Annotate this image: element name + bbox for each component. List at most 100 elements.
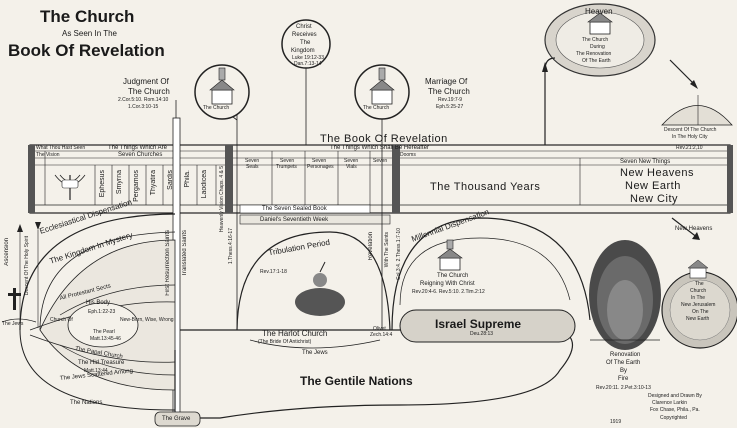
- israel-supreme: Israel Supreme: [435, 317, 522, 331]
- credits-year: 1919: [610, 419, 622, 425]
- church-of: Church Of: [50, 317, 73, 323]
- his-body: His Body: [86, 300, 111, 306]
- the-grave: The Grave: [162, 416, 191, 422]
- title-line-1: The Church: [40, 7, 135, 26]
- first-resurrection: First Resurrection Saints: [165, 230, 171, 296]
- the-vision: The Vision: [36, 152, 60, 158]
- bride-anti: (The Bride Of Antichrist): [258, 339, 312, 345]
- heaven-label: Heaven: [585, 7, 613, 16]
- descent-spirit: Descent Of The Holy Spirit: [24, 236, 30, 296]
- seven-vials-2: Vials: [346, 164, 357, 170]
- christ-l4: Kingdom: [291, 48, 315, 54]
- church-label-2: The Church: [363, 105, 390, 111]
- reigning-l1: The Church: [437, 273, 469, 279]
- hid-treasure: The Hid Treasure: [78, 360, 125, 366]
- marriage-ref-2: Eph.5:25-27: [436, 104, 464, 110]
- church-smyrna: Smyrna: [116, 170, 123, 195]
- gentile-nations: The Gentile Nations: [300, 374, 413, 388]
- seven-new-things: Seven New Things: [620, 159, 671, 165]
- christ-l1: Christ: [296, 24, 312, 30]
- credits-l2: Clarence Larkin: [652, 400, 688, 406]
- new-born: New-Born, Wise, Wrong: [120, 317, 174, 323]
- jews-left: The Jews: [2, 321, 24, 327]
- new-heavens: New Heavens: [620, 167, 694, 179]
- renovation-l2: Of The Earth: [606, 360, 641, 366]
- new-earth-l2: Church: [690, 288, 707, 294]
- beast-rider-icon: [295, 261, 345, 316]
- heaven-l2: During: [590, 44, 605, 50]
- church-icon-3: [587, 12, 613, 35]
- new-earth: New Earth: [625, 180, 681, 192]
- seven-trumpets-1: Seven: [280, 158, 295, 164]
- new-heavens-label: New Heavens: [675, 226, 713, 232]
- new-city: New City: [630, 193, 679, 205]
- marriage-title-2: The Church: [428, 87, 470, 96]
- christ-l2: Receives: [292, 32, 317, 38]
- body-ref: Eph.1:22-23: [88, 309, 116, 315]
- heaven-l3: The Renovation: [576, 51, 612, 57]
- jews-mid: The Jews: [302, 350, 328, 356]
- seven-churches: Seven Churches: [118, 152, 163, 158]
- seven-trumpets-2: Trumpets: [276, 164, 297, 170]
- thess-ref: 1.Thess.4:16-17: [228, 228, 234, 265]
- rev-ref: Rev.17:1-18: [260, 269, 287, 275]
- seven-seals-2: Seals: [246, 164, 259, 170]
- credits-l1: Designed and Drawn By: [648, 393, 702, 399]
- renovation-ref: Rev.20:11. 2.Pet.3:10-13: [596, 385, 651, 391]
- daniels-week: Daniel's Seventieth Week: [260, 217, 329, 223]
- hereafter: The Things Which Shall Be Hereafter: [330, 145, 429, 151]
- seven-personages-1: Seven: [312, 158, 327, 164]
- hast-seen: What Thou Hast Seen: [36, 145, 86, 151]
- book-ref-right: Rev.21:2,10: [676, 145, 703, 151]
- seven-sealed-book: The Seven Sealed Book: [262, 206, 327, 212]
- church-icon-4: [437, 239, 463, 271]
- revelation: Revelation: [368, 232, 374, 261]
- col-ref: Col.3:4. 2.Thess.1:7-10: [396, 228, 402, 280]
- olivet: Olivet: [373, 326, 386, 332]
- credits-l4: Copyrighted: [660, 415, 687, 421]
- title-line-2: As Seen In The: [62, 29, 117, 38]
- seven-seals-1: Seven: [245, 158, 260, 164]
- new-earth-l5: On The: [692, 309, 709, 315]
- seven-personages-2: Personages: [307, 164, 334, 170]
- christ-ref2: Dan.7:13-14: [294, 61, 322, 67]
- marriage-ref-1: Rev.19:7-9: [438, 97, 463, 103]
- church-sardis: Sardis: [167, 170, 174, 190]
- heavenly-vision: Heavenly Vision Chaps. 4 & 5: [219, 166, 225, 233]
- new-earth-l1: The: [695, 281, 704, 287]
- judgment-ref-1: 2.Cor.5:10. Rom.14:10: [118, 97, 169, 103]
- judgment-title-2: The Church: [128, 87, 170, 96]
- seven-5-1: Seven: [373, 158, 388, 164]
- the-nations: The Nations: [70, 400, 103, 406]
- new-earth-l4: New Jerusalem: [681, 302, 716, 308]
- church-icon-2: [369, 67, 395, 105]
- thousand-years: The Thousand Years: [430, 181, 541, 193]
- reigning-l2: Reigning With Christ: [420, 281, 475, 287]
- things-are: The Things Which Are: [108, 145, 167, 151]
- title-line-3: Book Of Revelation: [8, 41, 165, 60]
- descent-l1: Descent Of The Church: [664, 127, 717, 133]
- translated: Translated Saints: [182, 230, 188, 277]
- church-pergamos: Pergamos: [133, 170, 140, 202]
- church-thyatira: Thyatira: [150, 170, 157, 196]
- christ-ref1: Luke 19:12-33: [292, 55, 324, 61]
- credits-l3: Fox Chase, Phila., Pa.: [650, 407, 700, 413]
- church-icon-5: [687, 259, 709, 279]
- judgment-title-1: Judgment Of: [123, 77, 169, 86]
- israel-ref: Deu.28:13: [470, 331, 494, 337]
- pearl: The Pearl: [93, 329, 115, 335]
- descent-l2: In The Holy City: [672, 134, 708, 140]
- church-label-1: The Church: [203, 105, 230, 111]
- candlestick-icon: [54, 174, 86, 200]
- olivet-ref: Zech.14:4: [370, 332, 393, 338]
- reigning-ref: Rev.20:4-6. Rev.5:10. 2.Tim.2:12: [412, 289, 485, 295]
- with-saints: With The Saints: [384, 232, 390, 268]
- renovation-l3: By: [620, 368, 628, 374]
- seven-vials-1: Seven: [344, 158, 359, 164]
- christ-l3: The: [300, 40, 311, 46]
- hid-ref: Matt.13:44: [84, 368, 108, 374]
- heaven-l1: The Church: [582, 37, 609, 43]
- harlot: The Harlot Church: [262, 329, 328, 338]
